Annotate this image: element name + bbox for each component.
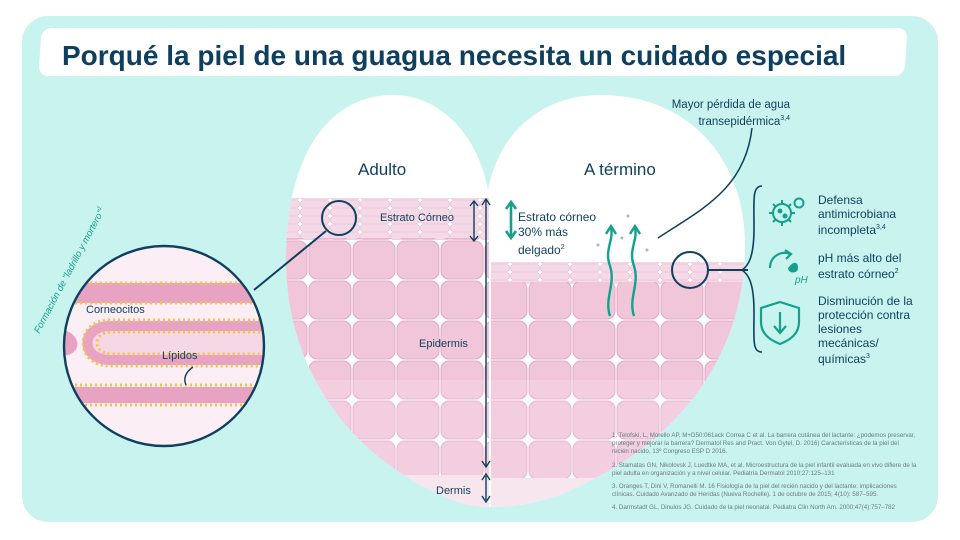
lipids-label: Lípidos: [162, 350, 198, 362]
water-loss-text: Mayor pérdida de agua transepidérmica3,4: [670, 98, 790, 129]
feature-protection-sup: 3: [866, 353, 870, 360]
feature-antimicrobial: Defensa antimicrobiana incompleta3,4: [818, 193, 928, 237]
adult-magnifier-ring: [321, 200, 357, 236]
feature-protection: Disminución de la protección contra lesi…: [818, 294, 923, 366]
shield-down-icon: [759, 300, 801, 346]
reference-4: 4. Darmstadt GL, Dinulos JG. Cuidado de …: [612, 504, 896, 512]
stratum-thinner-line3: delgado: [518, 243, 561, 257]
reference-2: 2. Stamatas GN, Nikolovsk J, Luedtke MA,…: [612, 461, 917, 477]
bacteria-icon: [769, 197, 805, 226]
water-loss-line2: transepidérmica: [698, 115, 781, 128]
term-panel-label: A término: [584, 160, 656, 179]
adult-panel-label: Adulto: [358, 160, 407, 179]
features-brace: [740, 185, 763, 353]
feature-ph-sup: 2: [894, 268, 899, 275]
feature-antimicrobial-text: Defensa antimicrobiana incompleta: [818, 193, 897, 237]
term-thickness-arrow: [504, 199, 518, 241]
references: 1. Telofski, L, Morello AP, M+D50:061ack…: [612, 432, 917, 518]
stratum-corneum-label: Estrato Córneo: [380, 212, 454, 224]
ph-icon-text: pH: [794, 275, 809, 286]
feature-ph: pH más alto del estrato córneo2: [818, 251, 928, 281]
adult-layer-brackets: [469, 197, 491, 504]
reference-3: 3. Oranges T, Dini V, Romanelli M. 16 Fi…: [612, 483, 897, 499]
magnifier-connector: [253, 230, 327, 291]
stratum-thinner-sup: 2: [560, 244, 565, 251]
dermis-label: Dermis: [436, 485, 471, 497]
epidermis-label: Epidermis: [419, 338, 468, 350]
water-droplets: [596, 214, 649, 252]
brick-mortar-zoom: [62, 244, 266, 448]
feature-antimicrobial-sup: 3,4: [876, 224, 886, 231]
water-loss-arrows: [604, 223, 642, 317]
stratum-thinner-line2: 30% más: [518, 225, 569, 239]
stratum-thinner-text: Estrato córneo 30% más delgado2: [518, 210, 596, 258]
page-title: Porqué la piel de una guagua necesita un…: [62, 40, 847, 71]
stratum-thinner-line1: Estrato córneo: [518, 210, 597, 224]
reference-1: 1. Telofski, L, Morello AP, M+D50:061ack…: [612, 432, 916, 456]
feature-protection-text: Disminución de la protección contra lesi…: [818, 294, 913, 366]
corneocytes-label: Corneocitos: [86, 304, 145, 316]
water-loss-line1: Mayor pérdida de agua: [671, 99, 790, 111]
water-loss-sup: 3,4: [780, 115, 790, 122]
water-loss-pointer: [657, 127, 753, 239]
ph-drop-icon: pH: [768, 249, 809, 286]
feature-ph-text: pH más alto del estrato córneo: [818, 251, 902, 281]
